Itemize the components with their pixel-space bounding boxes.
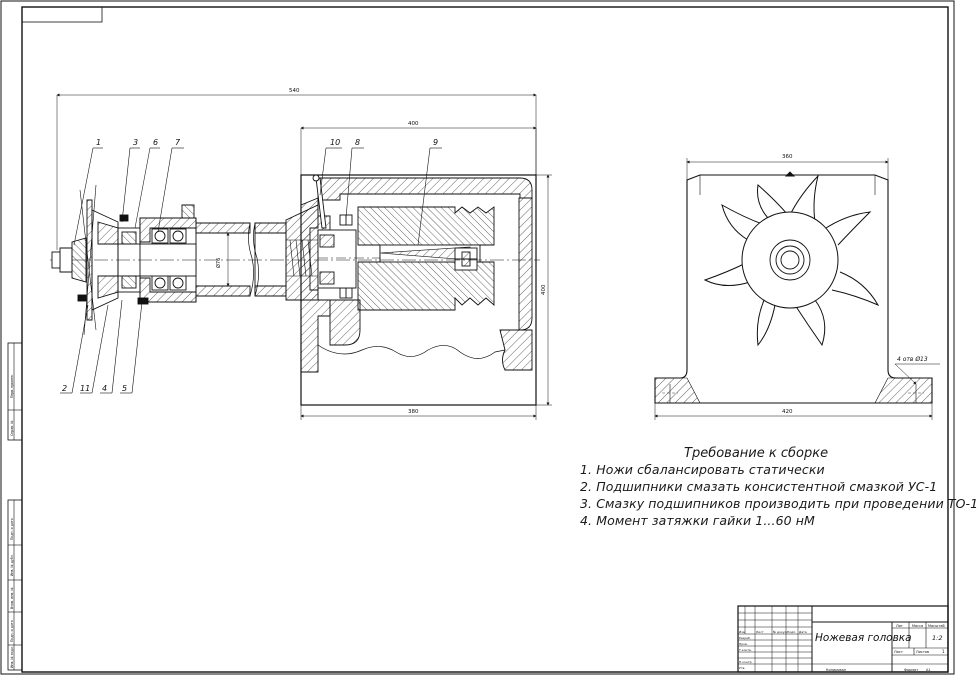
side-stamp-2: Подп. и дата: [10, 518, 14, 540]
callout-9: 9: [433, 138, 438, 147]
callout-4: 4: [102, 384, 107, 393]
side-dimensions: [654, 158, 940, 420]
callout-3: 3: [133, 138, 138, 147]
sheet-frame: [0, 0, 955, 675]
housing-wall-left-inner: [329, 299, 361, 346]
callout-leaders: [60, 147, 442, 394]
copied-label: Копировал: [826, 668, 846, 672]
callout-6: 6: [153, 138, 158, 147]
drawing-name: Ножевая головка: [815, 632, 912, 644]
row-label-4: Н.контр.: [739, 660, 752, 664]
side-dimension-labels: 360 420 4 отв Ø13: [782, 154, 928, 415]
side-view: [654, 171, 933, 404]
requirement-item-1: 1. Ножи сбалансировать статически: [580, 462, 825, 477]
sheets-count: 1: [942, 649, 945, 654]
row-label-5: Утв.: [739, 666, 745, 670]
main-dimensions: [56, 93, 552, 420]
dim-overall-length: 540: [289, 88, 300, 94]
dim-shaft-diameter: Ø76: [215, 258, 222, 268]
row-label-2: Пров.: [739, 642, 748, 646]
scale-value: 1:2: [932, 634, 942, 642]
rotor-disc: [741, 211, 839, 309]
col-label-2: Подп.: [787, 630, 796, 634]
requirement-item-2: 2. Подшипники смазать консистентной смаз…: [580, 479, 938, 494]
side-stamp-6: Инв. № подл.: [10, 646, 14, 668]
requirement-item-4: 4. Момент затяжки гайки 1...60 нМ: [580, 513, 815, 528]
side-stamp-3: Инв. № дубл.: [10, 554, 14, 576]
housing-wall-right: [518, 197, 533, 331]
callout-10: 10: [330, 138, 340, 147]
drawing-sheet: Перв. примен. Справ. № Подп. и дата Инв.…: [0, 0, 955, 675]
col-label-1: № докум.: [773, 630, 788, 634]
dim-holes-note: 4 отв Ø13: [897, 356, 928, 363]
col-scale: Масштаб: [928, 624, 945, 628]
callout-numbers: 1 3 6 7 10 8 9 2 11 4 5: [62, 138, 438, 393]
rotor-blades: [703, 174, 880, 347]
housing-base-right: [499, 329, 533, 371]
main-dimension-labels: 540 400 380 400: [289, 88, 547, 415]
format-label: Формат: [904, 668, 918, 672]
col-label-0: Лист: [756, 630, 764, 634]
callout-7: 7: [175, 138, 181, 147]
dim-side-width-base: 420: [782, 409, 793, 415]
requirement-item-3: 3. Смазку подшипников производить при пр…: [580, 496, 978, 511]
col-mass: Масса: [912, 624, 923, 628]
requirements-title: Требование к сборке: [684, 446, 829, 461]
dim-housing-height: 400: [541, 284, 547, 295]
dim-housing-base: 380: [408, 409, 419, 415]
callout-11: 11: [80, 384, 90, 393]
col-label-3: Дата: [799, 630, 807, 634]
row-label-3: Т.контр.: [738, 648, 752, 652]
row-label-1: Разраб.: [739, 636, 751, 640]
side-stamp-4: Взам. инв. №: [10, 587, 14, 609]
side-stamp-1: Справ. №: [10, 420, 14, 436]
callout-1: 1: [96, 138, 101, 147]
shaft-tube: [195, 222, 287, 297]
sheet-label: Лист: [894, 650, 903, 654]
dim-housing-length: 400: [408, 121, 419, 127]
callout-2: 2: [62, 384, 67, 393]
col-lit: Лит: [896, 624, 903, 628]
side-stamp-0: Перв. примен.: [10, 374, 14, 398]
side-stamp-5: Подп. и дата: [10, 620, 14, 642]
format-value: А1: [926, 668, 931, 672]
end-nut: [59, 247, 73, 273]
title-block-text: Ножевая головка Лит Масса Масштаб 1:2 Ли…: [738, 624, 945, 672]
knife-blade: [86, 199, 93, 321]
callout-8: 8: [355, 138, 360, 147]
bearings: [151, 228, 187, 291]
break-line: [317, 344, 506, 359]
sheets-label: Листов: [916, 650, 929, 654]
row-label-0: Изм: [739, 630, 745, 634]
title-block: [737, 605, 949, 673]
dim-side-width-top: 360: [782, 154, 793, 160]
side-stamp-labels: Перв. примен. Справ. № Подп. и дата Инв.…: [10, 374, 14, 668]
callout-5: 5: [122, 384, 127, 393]
shaft-thread: [286, 239, 318, 277]
